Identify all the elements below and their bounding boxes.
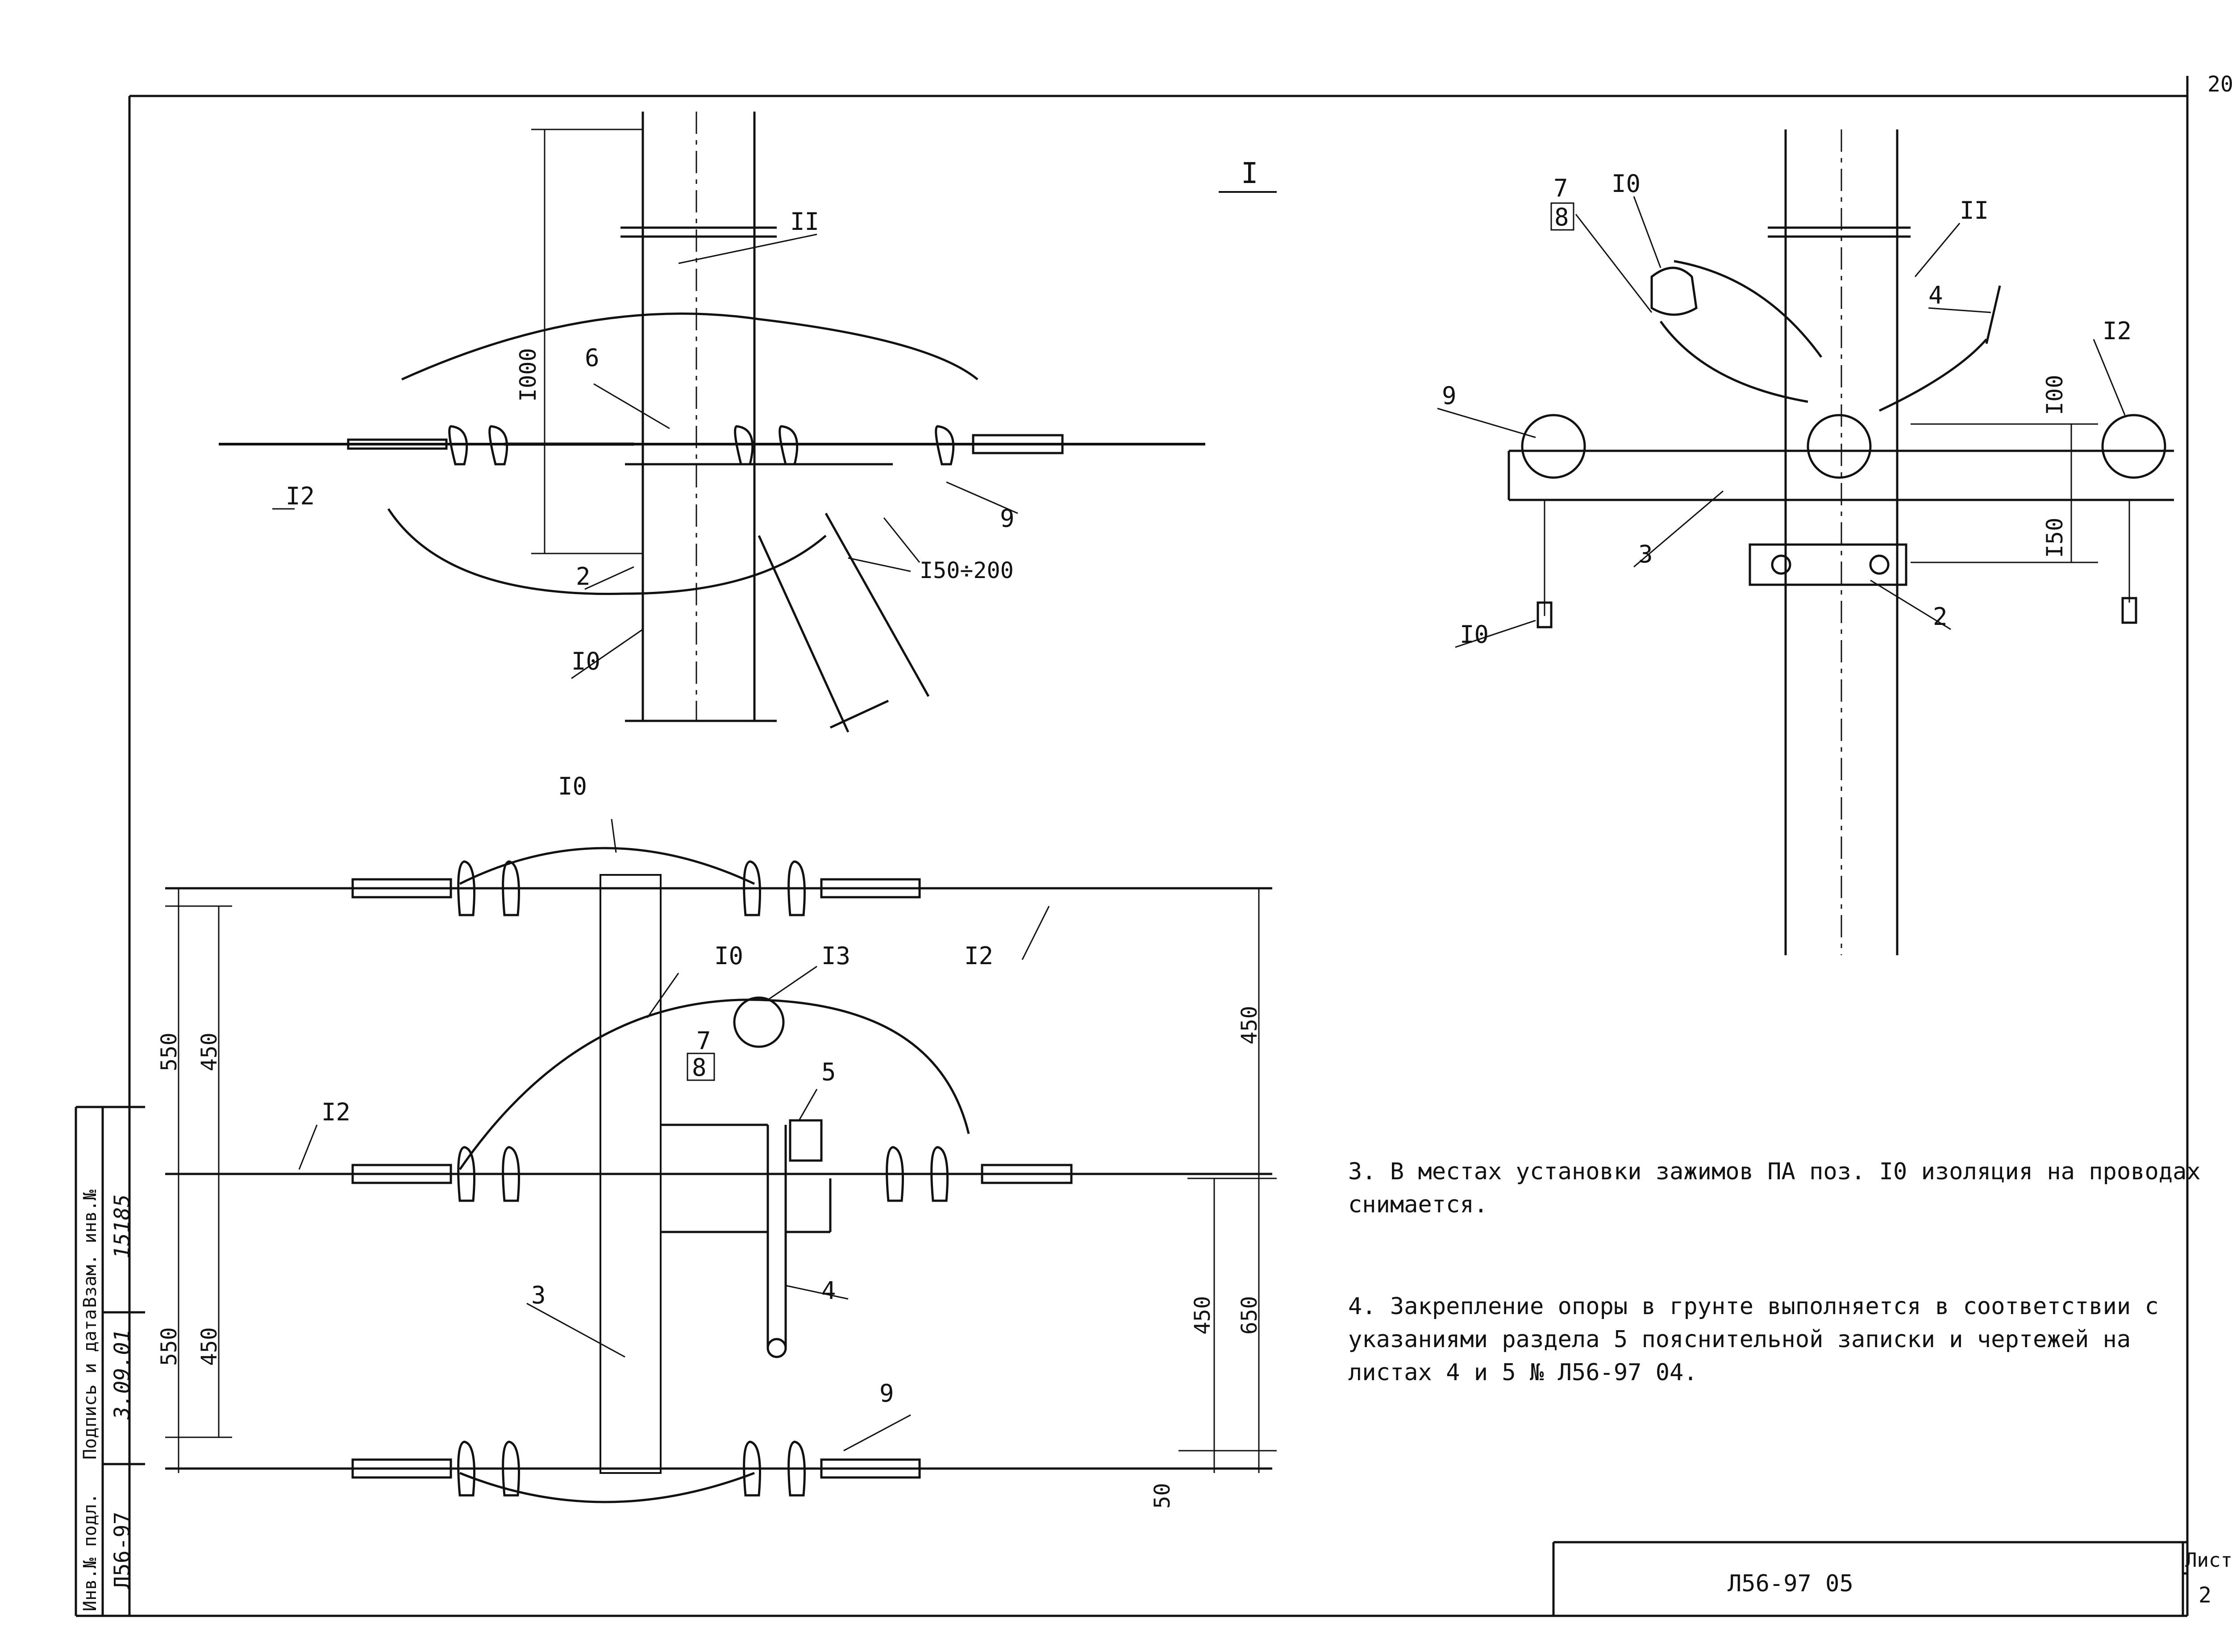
view-1-side-elevation — [219, 112, 1277, 733]
v1-label-12: I2 — [286, 482, 315, 510]
v1-label-2: 2 — [576, 562, 591, 591]
v3-dim-650: 650 — [1237, 1296, 1262, 1335]
v2-label-3: 3 — [1638, 540, 1653, 568]
sheet-number-corner: 20 — [2207, 72, 2232, 97]
center-pin-insulator — [1807, 414, 1872, 479]
stamp-inv-value: Л56-97 — [110, 1512, 135, 1589]
v2-label-12: I2 — [2103, 317, 2132, 345]
stamp-inv-label: Инв.№ подл. — [80, 1493, 100, 1611]
v3-label-7: 7 — [696, 1027, 711, 1055]
notes-block: 3. В местах установки зажимов ПА поз. I0… — [1348, 1089, 2223, 1425]
v2-label-11: II — [1960, 196, 1989, 225]
note-3: 3. В местах установки зажимов ПА поз. I0… — [1348, 1158, 2215, 1218]
view-2-labels: 7 8 I0 II 4 I2 9 3 2 I0 I00 I50 — [1442, 170, 2132, 649]
v3-label-12a: I2 — [964, 942, 993, 970]
side-stamp: Инв.№ подл. Подпись и дата Взам. инв.№ Л… — [80, 1190, 135, 1611]
v3-dim-550a: 550 — [157, 1032, 182, 1071]
left-pin-insulator — [1521, 414, 1586, 479]
v3-label-3: 3 — [531, 1281, 546, 1309]
sheet-number: 2 — [2199, 1583, 2211, 1608]
stamp-sign-label: Подпись и дата — [80, 1309, 100, 1460]
drawing-frame — [75, 76, 2189, 1617]
v2-label-8: 8 — [1554, 203, 1569, 231]
view-2-front-elevation — [1437, 129, 2174, 955]
v1-label-9: 9 — [1000, 504, 1015, 533]
v3-dim-450m: 450 — [1190, 1296, 1215, 1335]
v3-dim-450a: 450 — [197, 1032, 222, 1071]
v3-label-10a: I0 — [558, 772, 587, 800]
stamp-zam-value: 15185 — [110, 1194, 135, 1259]
v1-dim-150-200: I50÷200 — [920, 558, 1014, 583]
stamp-zam-label: Взам. инв.№ — [80, 1190, 100, 1308]
v1-dim-1000: I000 — [515, 348, 541, 402]
v2-dim-150: I50 — [2042, 518, 2068, 558]
left-insulator-string — [347, 425, 634, 466]
v2-label-7: 7 — [1553, 174, 1568, 202]
stamp-date-value: 3.09.01 — [110, 1329, 135, 1420]
v3-dim-50: 50 — [1150, 1483, 1175, 1509]
sheet-label: Лист — [2185, 1549, 2232, 1572]
v2-label-4: 4 — [1928, 281, 1943, 309]
v3-label-5: 5 — [821, 1058, 836, 1086]
note-4: 4. Закрепление опоры в грунте выполняетс… — [1348, 1293, 2173, 1386]
document-code: Л56-97 05 — [1728, 1570, 1853, 1597]
v1-label-6: 6 — [585, 344, 600, 372]
right-pin-insulator — [2101, 414, 2166, 479]
v3-label-8: 8 — [692, 1053, 707, 1082]
v1-label-10: I0 — [571, 647, 600, 675]
v2-label-9: 9 — [1442, 382, 1457, 410]
v3-label-13: I3 — [821, 942, 850, 970]
v3-label-10b: I0 — [714, 942, 743, 970]
v2-label-10b: I0 — [1460, 620, 1489, 649]
jumper-loop-lower — [387, 508, 827, 595]
v2-label-2: 2 — [1933, 603, 1948, 631]
jumper-loop-upper — [401, 312, 979, 381]
view-3-plan — [165, 819, 1277, 1503]
view-label: I — [1241, 157, 1258, 190]
v1-label-11: II — [790, 208, 819, 236]
v3-pin-insulator — [733, 996, 785, 1048]
v3-label-9: 9 — [879, 1379, 894, 1407]
right-insulator-string — [734, 425, 1064, 466]
v3-dim-550b: 550 — [157, 1327, 182, 1366]
view-3-labels: I0 I2 I0 I3 7 8 5 I2 3 4 9 550 450 550 4… — [157, 772, 1262, 1509]
v2-dim-100: I00 — [2042, 375, 2068, 415]
pole-plan — [600, 874, 662, 1474]
v3-dim-450r: 450 — [1237, 1006, 1262, 1044]
v3-dim-450b: 450 — [197, 1327, 222, 1366]
v3-label-4: 4 — [821, 1277, 836, 1305]
view-1-labels: I II 6 I2 2 I0 9 I000 I50÷200 — [286, 157, 1258, 675]
v2-label-10a: I0 — [1612, 170, 1641, 198]
v3-label-12b: I2 — [321, 1098, 350, 1126]
